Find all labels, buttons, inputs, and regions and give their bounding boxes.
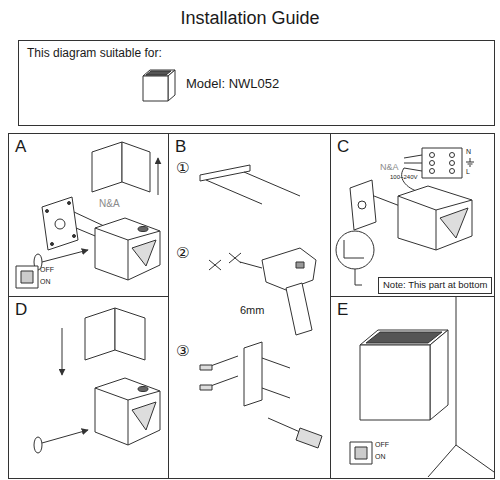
- voltage-rating: 100~240V: [390, 174, 418, 181]
- model-box: This diagram suitable for: Model: NWL052: [18, 40, 495, 126]
- panel-letter: D: [15, 300, 27, 320]
- step-c-illustration: [336, 148, 474, 285]
- step-number: ①: [176, 160, 189, 177]
- step-panel: D: [8, 296, 169, 479]
- step-e-illustration: [350, 297, 494, 477]
- step-panel: A: [8, 133, 169, 297]
- note-box: Note: This part at bottom: [378, 277, 492, 294]
- step-panel: C Note: This part at bottom: [330, 133, 495, 297]
- model-number: Model: NWL052: [186, 77, 279, 92]
- guide-title: Installation Guide: [0, 9, 500, 29]
- ground-symbol: [466, 158, 474, 166]
- watermark: N&A: [99, 198, 120, 209]
- panel-letter: C: [337, 137, 349, 157]
- cube-icon: [143, 70, 175, 101]
- panel-letter: E: [337, 300, 348, 320]
- step-a-illustration: [16, 142, 160, 288]
- panel-letter: A: [15, 137, 26, 157]
- note-text: Note: This part at bottom: [383, 280, 487, 291]
- step-b-illustration: [200, 165, 322, 448]
- switch-state: OFF: [375, 441, 389, 449]
- suitability-heading: This diagram suitable for:: [27, 47, 162, 61]
- switch-state: ON: [375, 453, 386, 461]
- watermark: N&A: [380, 163, 399, 173]
- panel-letter: B: [175, 137, 186, 157]
- step-d-illustration: [34, 308, 160, 453]
- switch-state: OFF: [40, 266, 54, 274]
- drill-size: 6mm: [240, 304, 264, 316]
- step-number: ②: [176, 245, 189, 262]
- step-panel: E: [330, 296, 495, 479]
- terminal-name: N: [466, 148, 471, 156]
- switch-state: ON: [40, 278, 51, 286]
- terminal-name: L: [466, 168, 470, 176]
- step-number: ③: [176, 343, 189, 360]
